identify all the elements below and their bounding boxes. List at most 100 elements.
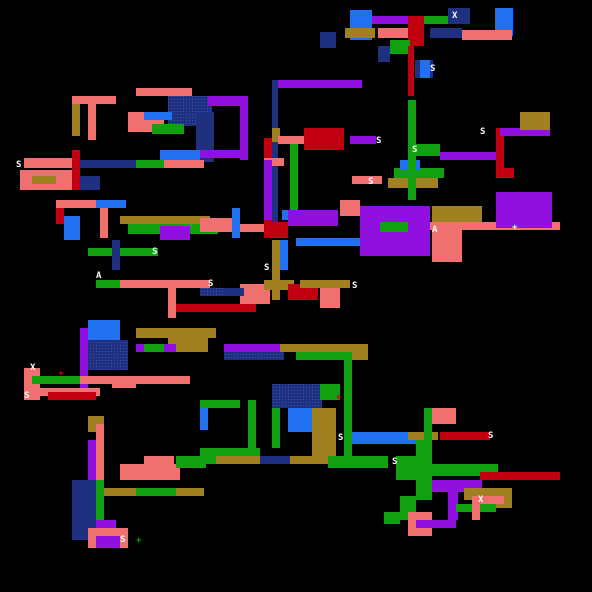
green-room — [136, 488, 176, 496]
s-marker-label: S — [430, 64, 435, 74]
green-room — [390, 40, 410, 54]
s-marker-label: S — [120, 535, 125, 545]
salmon-room — [240, 284, 270, 304]
salmon-room — [168, 288, 176, 318]
navy-room — [272, 80, 278, 230]
olive-room — [408, 432, 438, 440]
red-room — [408, 16, 424, 46]
x-marker-label: X — [30, 363, 36, 373]
green-room — [416, 440, 432, 500]
red-room — [48, 392, 96, 400]
red-room — [440, 432, 490, 440]
green-room — [32, 376, 80, 384]
purple-room — [372, 16, 422, 24]
plus-marker-label: + — [58, 369, 64, 379]
blue-room — [96, 200, 126, 208]
salmon-room — [240, 224, 264, 232]
blue-room — [144, 112, 172, 120]
purple-room — [96, 536, 120, 548]
blue-room — [420, 60, 430, 78]
green-room — [420, 16, 450, 24]
plus-marker-label: + — [336, 393, 342, 403]
plus-marker-label: + — [512, 223, 518, 233]
x-marker-label: X — [478, 495, 484, 505]
green-room — [96, 480, 104, 520]
olive-room — [168, 336, 208, 352]
blue-room — [200, 400, 208, 430]
green-room — [384, 512, 400, 524]
blue-room — [296, 238, 366, 246]
salmon-room — [430, 222, 560, 230]
olive-room — [432, 206, 482, 222]
green-room — [320, 384, 340, 400]
navy-room — [80, 176, 100, 190]
purple-room — [496, 192, 552, 228]
salmon-room — [432, 408, 456, 424]
salmon-room — [472, 496, 480, 520]
red-room — [480, 472, 560, 480]
olive-room — [520, 112, 550, 130]
purple-room — [80, 328, 88, 388]
hatch-room — [88, 340, 128, 370]
green-room — [152, 124, 184, 134]
green-room — [272, 408, 280, 448]
salmon-room — [100, 208, 108, 238]
plus-marker-label: + — [136, 536, 142, 546]
blue-room — [88, 320, 120, 340]
red-room — [504, 168, 514, 178]
red-room — [176, 304, 256, 312]
s-marker-label: S — [376, 136, 381, 146]
green-room — [344, 360, 352, 460]
purple-room — [500, 128, 550, 136]
olive-room — [272, 128, 280, 142]
salmon-room — [378, 28, 408, 38]
s-marker-label: S — [352, 281, 357, 291]
blue-room — [64, 216, 80, 240]
salmon-room — [320, 288, 340, 308]
olive-room — [300, 280, 350, 288]
purple-room — [272, 80, 362, 88]
green-room — [248, 400, 256, 456]
green-room — [380, 222, 408, 232]
red-room — [408, 46, 414, 96]
s-marker-label: S — [488, 431, 493, 441]
s-marker-label: S — [152, 247, 157, 257]
red-room — [56, 200, 64, 224]
salmon-room — [136, 88, 192, 96]
blue-room — [288, 408, 312, 432]
s-marker-label: S — [392, 457, 397, 467]
blue-room — [280, 240, 288, 270]
blue-room — [495, 8, 513, 36]
s-marker-label: S — [368, 177, 373, 187]
salmon-room — [164, 160, 204, 168]
salmon-room — [96, 424, 104, 504]
navy-room — [112, 240, 120, 270]
olive-room — [280, 344, 360, 352]
navy-room — [320, 32, 336, 48]
salmon-room — [144, 456, 174, 472]
green-room — [328, 456, 388, 468]
salmon-room — [120, 280, 210, 288]
s-marker-label: S — [208, 279, 213, 289]
s-marker-label: S — [24, 391, 29, 401]
olive-room — [216, 456, 266, 464]
purple-room — [160, 226, 190, 240]
red-room — [72, 150, 80, 190]
purple-room — [96, 520, 116, 528]
olive-room — [345, 28, 375, 38]
purple-room — [288, 210, 338, 226]
navy-room — [378, 46, 390, 62]
olive-room — [352, 344, 368, 360]
hatch-room — [224, 352, 284, 360]
blue-room — [232, 208, 240, 238]
green-room — [176, 456, 206, 468]
navy-room — [80, 160, 160, 168]
purple-room — [208, 96, 248, 106]
salmon-room — [264, 158, 284, 166]
purple-room — [440, 152, 500, 160]
green-room — [296, 352, 356, 360]
olive-room — [272, 240, 280, 300]
s-marker-label: S — [480, 127, 485, 137]
hatch-room — [200, 288, 240, 296]
